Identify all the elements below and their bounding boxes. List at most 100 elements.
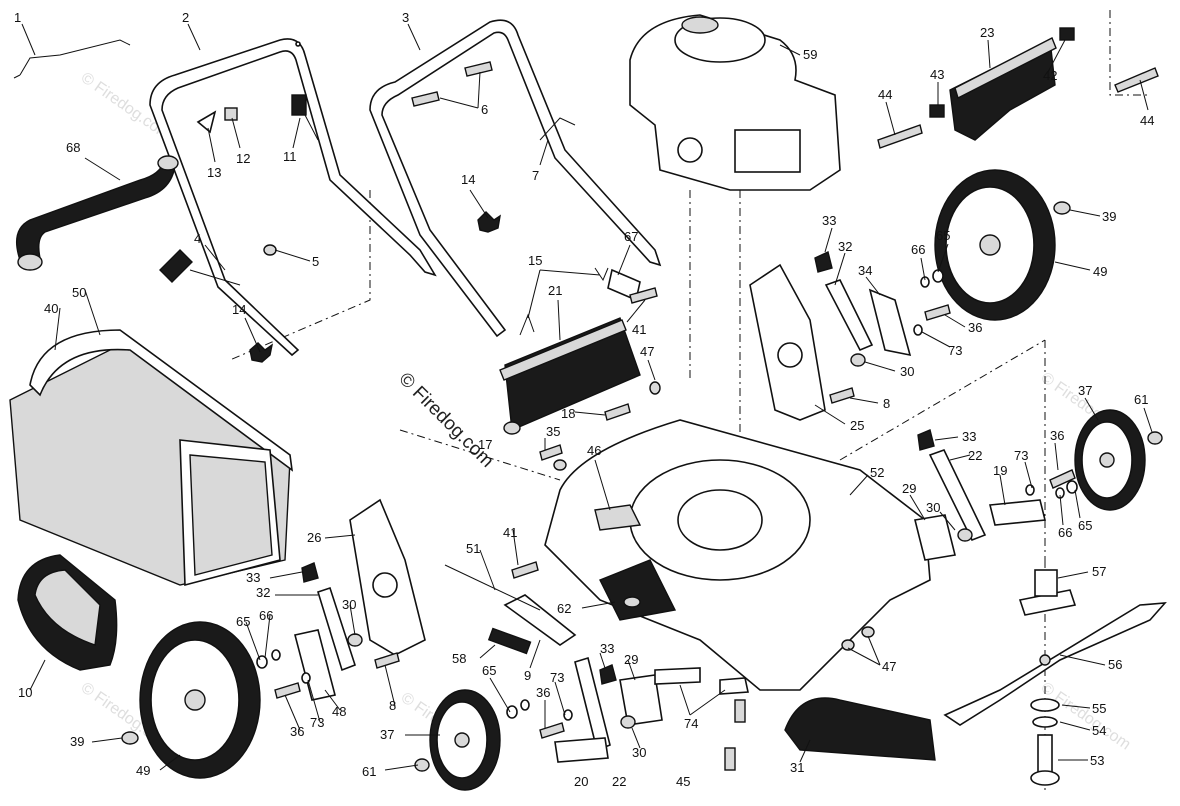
part-lever-32a (824, 279, 874, 352)
part-bolt-36c (274, 682, 301, 699)
callout-label: 55 (1092, 701, 1106, 716)
part-bracket-19 (988, 499, 1047, 526)
part-nut-30c (347, 633, 363, 647)
part-nut-61a (1147, 431, 1163, 445)
part-nut-30b (957, 528, 973, 542)
callout-label: 62 (557, 601, 571, 616)
callout-label: 6 (481, 102, 488, 117)
callout-label: 49 (136, 763, 150, 778)
part-cable-7 (539, 117, 576, 141)
part-wheel-rear-right (934, 169, 1056, 321)
part-wheel-rear-left (139, 621, 261, 779)
callout-label: 46 (587, 443, 601, 458)
part-washer-55 (1030, 698, 1060, 712)
callout-label: 34 (858, 263, 872, 278)
callout-label: 59 (803, 47, 817, 62)
part-knob-14b (477, 211, 501, 233)
watermark-main: © Firedog.com (394, 369, 497, 472)
part-lever-22b (574, 656, 611, 752)
part-spring-11 (291, 94, 319, 141)
callout-label: 68 (66, 140, 80, 155)
callout-label: 73 (550, 670, 564, 685)
callout-label: 33 (962, 429, 976, 444)
callout-label: 73 (1014, 448, 1028, 463)
callout-label: 56 (1108, 657, 1122, 672)
callout-label: 49 (1093, 264, 1107, 279)
callout-label: 4 (194, 231, 201, 246)
part-wheel-front-left (429, 689, 501, 791)
part-height-adjuster-right (749, 263, 826, 421)
part-bolt-6b (411, 91, 440, 107)
callout-label: 21 (548, 283, 562, 298)
callout-label: 8 (389, 698, 396, 713)
part-lever-32b (317, 586, 356, 672)
part-discharge-plug (784, 697, 936, 761)
part-bolt-8a (829, 387, 855, 404)
callout-label: 29 (624, 652, 638, 667)
callout-label: 65 (236, 614, 250, 629)
callout-label: 33 (246, 570, 260, 585)
part-bolt-6a (464, 61, 493, 77)
part-bracket-74 (654, 667, 749, 695)
callout-label: 66 (911, 242, 925, 257)
callout-label: 66 (259, 608, 273, 623)
callout-label: 36 (968, 320, 982, 335)
part-upper-handle (149, 38, 437, 357)
part-shift-rod (13, 39, 131, 79)
callout-label: 18 (561, 406, 575, 421)
callout-label: 32 (256, 585, 270, 600)
part-mulch-cover (17, 554, 118, 671)
callout-label: 36 (290, 724, 304, 739)
callout-label: 30 (926, 500, 940, 515)
callout-label: 66 (1058, 525, 1072, 540)
part-axle-9 (503, 594, 577, 646)
part-rod-51 (444, 564, 541, 611)
callout-label: 14 (232, 302, 246, 317)
part-bolt-12 (224, 107, 238, 121)
callout-label: 20 (574, 774, 588, 789)
part-lever-22a (928, 449, 987, 542)
part-deflector-chute (949, 37, 1057, 141)
callout-label: 1 (14, 10, 21, 25)
callout-label: 17 (478, 437, 492, 452)
callout-label: 35 (546, 424, 560, 439)
callout-label: 65 (1078, 518, 1092, 533)
part-cap-33a (814, 251, 833, 273)
part-nut-5 (263, 244, 277, 256)
callout-label: 48 (332, 704, 346, 719)
callout-label: 9 (524, 668, 531, 683)
part-spring-43 (929, 104, 945, 118)
callout-label: 67 (624, 229, 638, 244)
part-nut-39b (121, 731, 139, 745)
callout-label: 37 (1078, 383, 1092, 398)
part-cap-33d (599, 664, 617, 685)
callout-label: 47 (882, 659, 896, 674)
part-bolt-44a (877, 124, 923, 149)
callout-label: 44 (1140, 113, 1154, 128)
callout-label: 57 (1092, 564, 1106, 579)
callout-label: 37 (380, 727, 394, 742)
part-bracket-20 (554, 737, 609, 763)
callout-label: 33 (600, 641, 614, 656)
part-bolt-47 (649, 381, 661, 395)
part-spring-42 (1059, 27, 1075, 41)
callout-label: 3 (402, 10, 409, 25)
leader-lines (21, 23, 1153, 771)
callout-label: 53 (1090, 753, 1104, 768)
callout-label: 45 (676, 774, 690, 789)
callout-label: 30 (342, 597, 356, 612)
callout-label: 40 (44, 301, 58, 316)
part-height-adjuster-left (349, 498, 426, 656)
callout-label: 39 (1102, 209, 1116, 224)
callout-label: 73 (310, 715, 324, 730)
callout-label: 41 (632, 322, 646, 337)
callout-label: 26 (307, 530, 321, 545)
part-nut-30d (620, 715, 636, 729)
callout-label: 13 (207, 165, 221, 180)
callout-label: 52 (870, 465, 884, 480)
callout-label: 36 (536, 685, 550, 700)
callout-label: 2 (182, 10, 189, 25)
callout-label: 41 (503, 525, 517, 540)
callout-label: 74 (684, 716, 698, 731)
part-adapter-57 (1018, 569, 1077, 616)
